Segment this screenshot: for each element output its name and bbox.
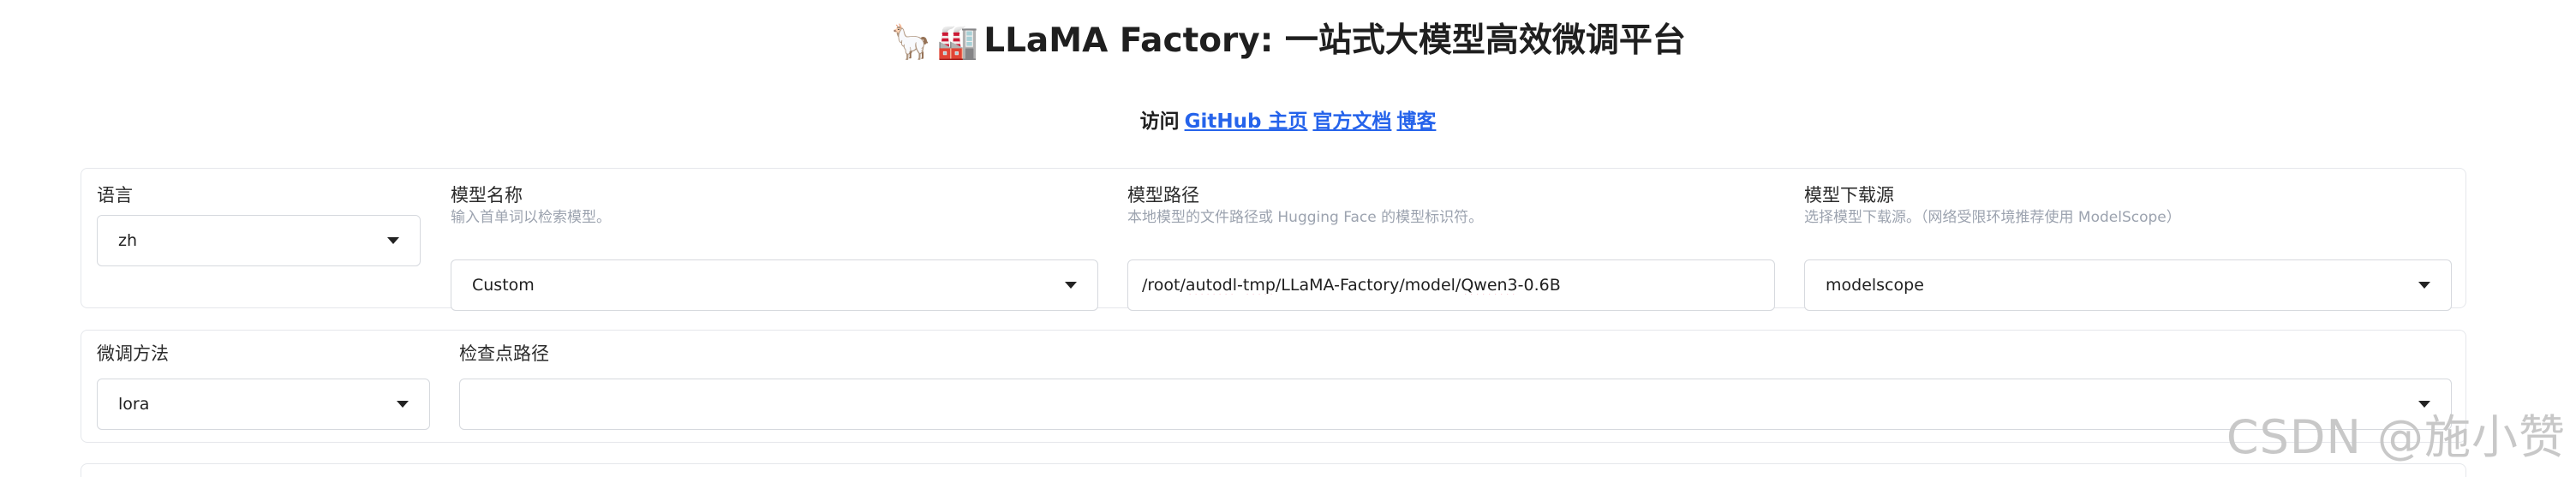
chevron-down-icon [1065, 282, 1077, 289]
finetune-method-dropdown[interactable]: lora [97, 379, 430, 430]
factory-icon: 🏭 [936, 22, 979, 62]
language-label: 语言 [97, 185, 133, 206]
language-value: zh [118, 231, 138, 250]
model-config-panel: 语言 zh 模型名称 输入首单词以检索模型。 Custom 模型路径 本地模型的… [81, 168, 2466, 311]
finetune-method-value: lora [118, 395, 150, 414]
page-title-text: LLaMA Factory: 一站式大模型高效微调平台 [983, 21, 1686, 60]
chevron-down-icon [2418, 282, 2430, 289]
download-source-field: 模型下载源 选择模型下载源。（网络受限环境推荐使用 ModelScope） mo… [1804, 184, 2452, 311]
blog-link[interactable]: 博客 [1396, 110, 1437, 133]
model-path-label: 模型路径 [1127, 185, 1199, 206]
chevron-down-icon [387, 237, 399, 244]
language-dropdown[interactable]: zh [97, 215, 421, 266]
checkpoint-path-label: 检查点路径 [459, 343, 549, 364]
model-path-value: /root/autodl-tmp/LLaMA-Factory/model/Qwe… [1142, 276, 1561, 295]
model-path-input[interactable]: /root/autodl-tmp/LLaMA-Factory/model/Qwe… [1127, 259, 1775, 311]
finetune-method-label: 微调方法 [97, 343, 169, 364]
checkpoint-path-dropdown[interactable] [459, 379, 2452, 430]
github-link[interactable]: GitHub 主页 [1184, 110, 1308, 133]
chevron-down-icon [2418, 401, 2430, 408]
model-name-label: 模型名称 [451, 185, 523, 206]
download-source-dropdown[interactable]: modelscope [1804, 259, 2452, 311]
language-field: 语言 zh [97, 184, 421, 290]
model-name-value: Custom [472, 276, 535, 295]
finetune-method-field: 微调方法 lora [97, 343, 430, 437]
next-panel [81, 463, 2466, 477]
checkpoint-path-field: 检查点路径 [459, 343, 2452, 437]
download-source-info: 选择模型下载源。（网络受限环境推荐使用 ModelScope） [1804, 209, 2181, 226]
model-name-info: 输入首单词以检索模型。 [451, 209, 611, 226]
page-title: 🦙🏭LLaMA Factory: 一站式大模型高效微调平台 [0, 17, 2576, 65]
model-name-field: 模型名称 输入首单词以检索模型。 Custom [451, 184, 1098, 311]
visit-prefix: 访问 [1139, 110, 1180, 133]
model-name-dropdown[interactable]: Custom [451, 259, 1098, 311]
llama-icon: 🦙 [890, 22, 932, 62]
watermark: CSDN @施小赞 [2226, 410, 2566, 464]
model-path-info: 本地模型的文件路径或 Hugging Face 的模型标识符。 [1127, 209, 1484, 226]
chevron-down-icon [397, 401, 409, 408]
download-source-value: modelscope [1826, 276, 1924, 295]
model-path-field: 模型路径 本地模型的文件路径或 Hugging Face 的模型标识符。 /ro… [1127, 184, 1775, 311]
docs-link[interactable]: 官方文档 [1312, 110, 1392, 133]
finetune-panel: 微调方法 lora 检查点路径 [81, 330, 2466, 443]
download-source-label: 模型下载源 [1804, 185, 1894, 206]
